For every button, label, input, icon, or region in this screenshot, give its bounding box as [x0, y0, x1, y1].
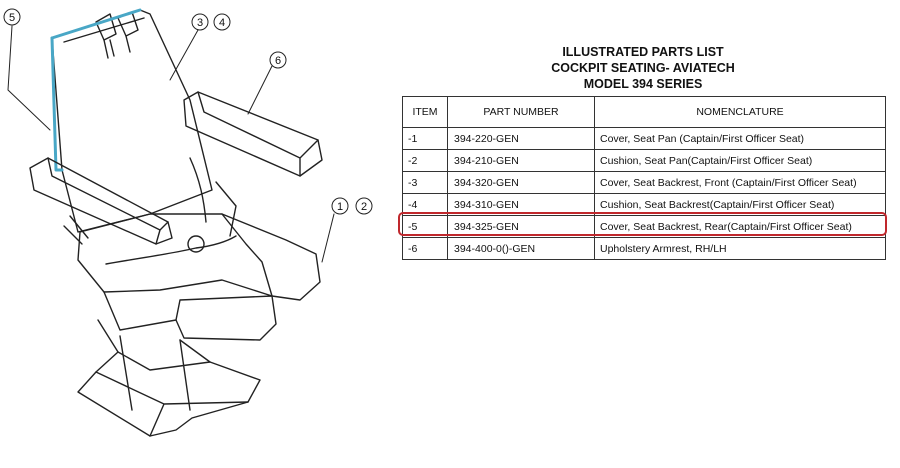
cell-nomenclature: Upholstery Armrest, RH/LH — [594, 237, 886, 260]
cell-part-number: 394-400-0()-GEN — [447, 237, 595, 260]
callout-2-label: 2 — [361, 201, 367, 213]
cell-item: -5 — [402, 215, 448, 238]
cell-nomenclature: Cover, Seat Pan (Captain/First Officer S… — [594, 127, 886, 150]
backrest-rear-edge — [50, 36, 64, 172]
callout-1-label: 1 — [337, 201, 343, 213]
cell-part-number: 394-325-GEN — [447, 215, 595, 238]
callout-4-label: 4 — [219, 17, 225, 29]
table-row: -6 394-400-0()-GEN Upholstery Armrest, R… — [402, 237, 886, 260]
table-row: -3 394-320-GEN Cover, Seat Backrest, Fro… — [402, 171, 886, 194]
callout-3-label: 3 — [197, 17, 203, 29]
cell-item: -6 — [402, 237, 448, 260]
cell-part-number: 394-220-GEN — [447, 127, 595, 150]
title-line-3: MODEL 394 SERIES — [583, 77, 703, 91]
callout-5-circle — [3, 8, 21, 26]
cell-part-number: 394-210-GEN — [447, 149, 595, 172]
header-part-number: PART NUMBER — [447, 96, 595, 128]
headrest-clip-left — [95, 13, 117, 41]
callout-6-circle — [269, 51, 287, 69]
seat-front-cushion — [175, 295, 277, 341]
cell-nomenclature: Cushion, Seat Backrest(Captain/First Off… — [594, 193, 886, 216]
header-nomenclature: NOMENCLATURE — [594, 96, 886, 128]
lap-belt — [105, 235, 237, 265]
cell-item: -3 — [402, 171, 448, 194]
callout-2-circle — [355, 197, 373, 215]
table-row: -1 394-220-GEN Cover, Seat Pan (Captain/… — [402, 127, 886, 150]
callout-5-label: 5 — [9, 12, 15, 24]
cell-item: -1 — [402, 127, 448, 150]
seat-pan — [77, 213, 321, 301]
header-item: ITEM — [402, 96, 448, 128]
parts-list-title: ILLUSTRATED PARTS LIST COCKPIT SEATING- … — [400, 44, 886, 92]
parts-table: ITEM PART NUMBER NOMENCLATURE -1 394-220… — [402, 96, 886, 260]
callout-1-circle — [331, 197, 349, 215]
cell-item: -2 — [402, 149, 448, 172]
backrest-top-edge — [50, 8, 142, 40]
callout-4-circle — [213, 13, 231, 31]
table-row-highlighted: -5 394-325-GEN Cover, Seat Backrest, Rea… — [402, 215, 886, 238]
cell-nomenclature: Cushion, Seat Pan(Captain/First Officer … — [594, 149, 886, 172]
seat-base — [77, 319, 261, 437]
shoulder-belt — [189, 157, 237, 237]
callout-3-circle — [191, 13, 209, 31]
table-header-row: ITEM PART NUMBER NOMENCLATURE — [402, 96, 886, 128]
cell-nomenclature: Cover, Seat Backrest, Rear(Captain/First… — [594, 215, 886, 238]
title-line-1: ILLUSTRATED PARTS LIST — [562, 45, 724, 59]
cell-part-number: 394-310-GEN — [447, 193, 595, 216]
seat-diagram: 5 3 4 6 1 2 — [0, 0, 390, 468]
cell-item: -4 — [402, 193, 448, 216]
cell-part-number: 394-320-GEN — [447, 171, 595, 194]
table-row: -2 394-210-GEN Cushion, Seat Pan(Captain… — [402, 149, 886, 172]
cell-nomenclature: Cover, Seat Backrest, Front (Captain/Fir… — [594, 171, 886, 194]
table-row: -4 394-310-GEN Cushion, Seat Backrest(Ca… — [402, 193, 886, 216]
callout-6-label: 6 — [275, 55, 281, 67]
belt-buckle — [187, 235, 205, 253]
title-line-2: COCKPIT SEATING- AVIATECH — [551, 61, 735, 75]
backrest — [51, 9, 213, 233]
